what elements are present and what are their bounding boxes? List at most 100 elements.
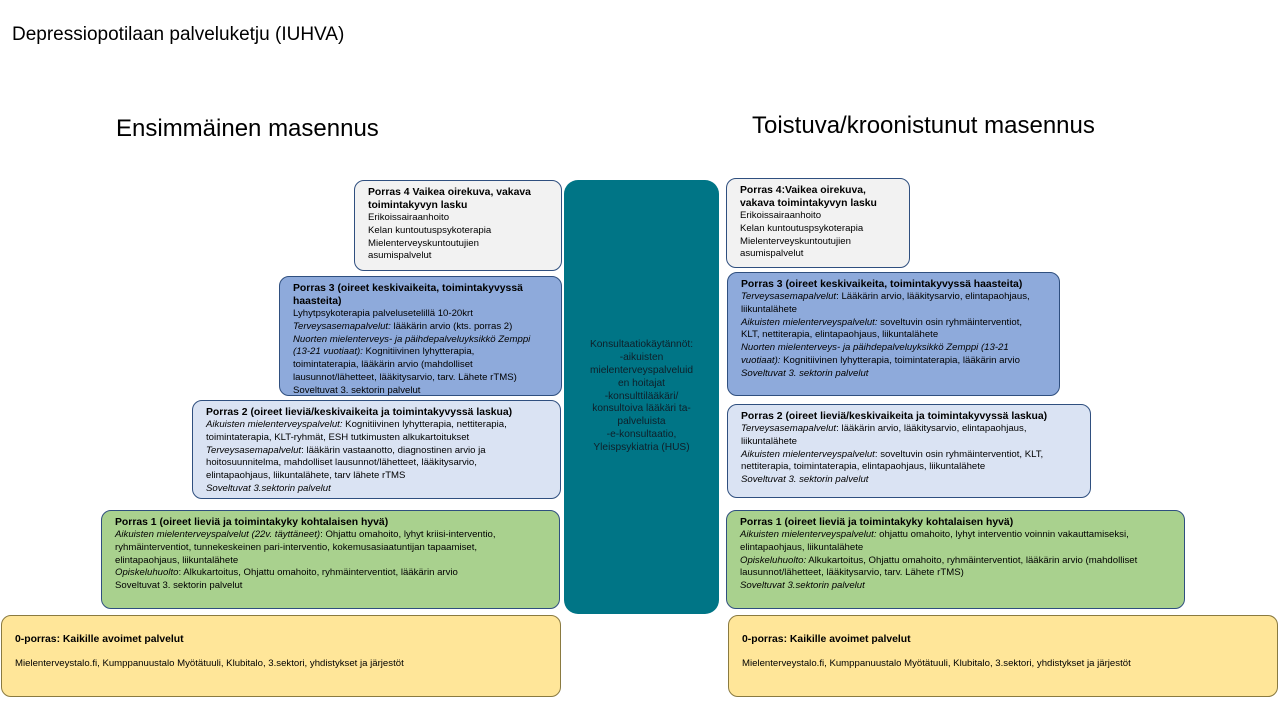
step-text-line: asumispalvelut [740, 248, 897, 261]
step-text: asumispalvelut [368, 250, 432, 262]
step-text-italic: Terveysasemapalvelut: [293, 320, 391, 332]
step-text: asumispalvelut [740, 248, 804, 260]
step-text-line: Mielenterveyskuntoutujien [740, 236, 897, 249]
step-text: Kelan kuntoutuspsykoterapia [740, 222, 864, 234]
consultation-line: palveluista [617, 416, 666, 428]
step-text: lausunnot/lähetteet, lääkitysarvio, tarv… [293, 371, 517, 383]
step-heading-line: Porras 4 Vaikea oirekuva, vakava [368, 187, 531, 198]
step-text: lausunnot/lähetteet, lääkitysarvio, tarv… [740, 567, 964, 579]
step-text-line: vuotiaat): Kognitiivinen lyhytterapia, t… [741, 355, 1047, 368]
step-text: : lääkärin vastaanotto, diagnostinen arv… [301, 444, 486, 456]
step-text-italic: Soveltuvat 3. sektorin palvelut [741, 367, 869, 379]
step-text-line: Opiskeluhuolto: Alkukartoitus, Ohjattu o… [740, 555, 1172, 568]
step-text-italic: Soveltuvat 3.sektorin palvelut [206, 482, 331, 494]
step-text: : Lääkärin arvio, lääkitysarvio, elintap… [836, 291, 1030, 302]
step-text: Mielenterveyskuntoutujien [368, 237, 479, 249]
right-column-title: Toistuva/kroonistunut masennus [752, 112, 1095, 139]
step-heading-line: Porras 3 (oireet keskivaikeita, toiminta… [293, 283, 523, 294]
step-text: lääkärin arvio (kts. porras 2) [390, 320, 513, 332]
step-heading: 0-porras: Kaikille avoimet palvelut [15, 633, 548, 646]
step-text-line: Aikuisten mielenterveyspalvelut: ohjattu… [740, 529, 1172, 542]
step-text-line: Erikoissairaanhoito [368, 212, 549, 225]
step-text-line: Nuorten mielenterveys- ja päihdepalveluy… [293, 334, 549, 347]
consultation-line: -e-konsultaatio, [606, 428, 677, 440]
right-step-1-box: Porras 1 (oireet lieviä ja toimintakyky … [726, 510, 1185, 609]
right-step-2-box: Porras 2 (oireet lieviä/keskivaikeita ja… [727, 404, 1091, 498]
step-text: hoitosuunnitelma, mahdolliset lausunnot/… [206, 457, 477, 469]
step-text-italic: Opiskeluhuolto [115, 567, 179, 579]
step-text-italic: Soveltuvat 3.sektorin palvelut [740, 580, 865, 592]
consultation-line: mielenterveyspalveluid [589, 365, 694, 376]
step-text-italic: (13-21 vuotiaat): [293, 346, 363, 358]
page-title: Depressiopotilaan palveluketju (IUHVA) [12, 24, 345, 45]
step-text-line: hoitosuunnitelma, mahdolliset lausunnot/… [206, 457, 548, 470]
step-text: liikuntalähete [741, 303, 798, 315]
step-text-line: Nuorten mielenterveys- ja päihdepalveluy… [741, 342, 1047, 355]
step-text-line: ryhmäinterventiot, tunnekeskeinen pari-i… [115, 542, 547, 555]
step-text: Mielenterveystalo.fi, Kumppanuustalo Myö… [742, 658, 1131, 669]
right-step-4-box: Porras 4:Vaikea oirekuva,vakava toiminta… [726, 178, 910, 268]
step-text-italic: Aikuisten mielenterveyspalvelut: [206, 419, 343, 430]
step-text: Kelan kuntoutuspsykoterapia [368, 224, 492, 236]
consultation-line: konsultoiva lääkäri ta- [592, 403, 691, 415]
step-text-italic: Soveltuvat 3. sektorin palvelut [741, 474, 869, 486]
step-text-line: Soveltuvat 3. sektorin palvelut [293, 385, 549, 395]
step-text-line: Terveysasemapalvelut: lääkärin arvio (kt… [293, 321, 549, 334]
step-heading: Porras 1 (oireet lieviä ja toimintakyky … [115, 516, 547, 529]
step-text-line: Erikoissairaanhoito [740, 210, 897, 223]
step-text-line: Soveltuvat 3.sektorin palvelut [740, 580, 1172, 593]
step-text-line: Lyhytpsykoterapia palvelusetelillä 10-20… [293, 308, 549, 321]
step-text-line: Mielenterveystalo.fi, Kumppanuustalo Myö… [742, 658, 1265, 671]
step-text: Erikoissairaanhoito [368, 212, 450, 223]
step-text: nettiterapia, toimintaterapia, elintapao… [741, 461, 986, 473]
step-text-line: Opiskeluhuolto: Alkukartoitus, Ohjattu o… [115, 567, 547, 580]
step-heading-line: Porras 1 (oireet lieviä ja toimintakyky … [115, 517, 389, 528]
step-text: elintapaohjaus, liikuntalähete, tarv läh… [206, 470, 406, 482]
consultation-line: -aikuisten [619, 352, 664, 364]
step-text: ohjattu omahoito, lyhyt interventio voin… [876, 529, 1129, 540]
step-text: Kognitiivinen lyhytterapia, [362, 346, 475, 358]
step-text: Kognitiivinen lyhytterapia, toimintatera… [780, 354, 1020, 366]
step-text-line: asumispalvelut [368, 250, 549, 263]
step-text: Kognitiivinen lyhytterapia, nettiterapia… [342, 419, 507, 430]
step-text-line: nettiterapia, toimintaterapia, elintapao… [741, 461, 1078, 474]
step-text-line: KLT, nettiterapia, elintapaohjaus, liiku… [741, 329, 1047, 342]
step-text-italic: Terveysasemapalvelut [741, 423, 837, 434]
step-text-line: Soveltuvat 3.sektorin palvelut [206, 483, 548, 496]
consultation-line: Yleispsykiatria (HUS) [593, 441, 690, 453]
left-step-2-box: Porras 2 (oireet lieviä/keskivaikeita ja… [192, 400, 561, 499]
step-heading: Porras 3 (oireet keskivaikeita, toiminta… [293, 282, 549, 308]
step-heading: 0-porras: Kaikille avoimet palvelut [742, 633, 1265, 646]
step-text-italic: Aikuisten mielenterveyspalvelut [741, 448, 875, 460]
step-heading-line: Porras 2 (oireet lieviä/keskivaikeita ja… [741, 411, 1048, 422]
step-text: Erikoissairaanhoito [740, 210, 822, 221]
step-text-line: Soveltuvat 3. sektorin palvelut [741, 368, 1047, 381]
step-text: Soveltuvat 3. sektorin palvelut [115, 580, 243, 592]
left-step-3-box: Porras 3 (oireet keskivaikeita, toiminta… [279, 276, 562, 396]
step-heading-line: toimintakyvyn lasku [368, 200, 468, 211]
step-text-italic: Terveysasemapalvelut [206, 444, 302, 456]
step-heading-line: 0-porras: Kaikille avoimet palvelut [742, 634, 911, 645]
step-text: ryhmäinterventiot, tunnekeskeinen pari-i… [115, 541, 478, 553]
step-text-line: Terveysasemapalvelut: lääkärin vastaanot… [206, 445, 548, 458]
step-text: toimintaterapia, lääkärin arvio (mahdoll… [293, 359, 473, 371]
step-heading: Porras 3 (oireet keskivaikeita, toiminta… [741, 278, 1047, 291]
step-heading-line: 0-porras: Kaikille avoimet palvelut [15, 634, 184, 645]
step-heading: Porras 4:Vaikea oirekuva,vakava toiminta… [740, 184, 897, 210]
step-text-italic: Terveysasemapalvelut [741, 291, 837, 302]
step-heading-line: Porras 1 (oireet lieviä ja toimintakyky … [740, 517, 1014, 528]
step-heading-line: vakava toimintakyvyn lasku [740, 198, 877, 209]
left-step-1-box: Porras 1 (oireet lieviä ja toimintakyky … [101, 510, 560, 609]
step-text-line: Kelan kuntoutuspsykoterapia [368, 225, 549, 238]
step-text-italic: Aikuisten mielenterveyspalvelut: [740, 529, 877, 540]
step-text: : lääkärin arvio, lääkitysarvio, elintap… [836, 423, 1027, 434]
step-text-line: elintapaohjaus, liikuntalähete [740, 542, 1172, 555]
left-column-title: Ensimmäinen masennus [116, 115, 379, 142]
consultation-line: -konsulttilääkäri/ [604, 390, 679, 402]
step-text-line: Aikuisten mielenterveyspalvelut (22v. tä… [115, 529, 547, 542]
step-text: elintapaohjaus, liikuntalähete [115, 554, 239, 566]
step-heading: Porras 2 (oireet lieviä/keskivaikeita ja… [206, 406, 548, 419]
step-text-line: Soveltuvat 3. sektorin palvelut [741, 474, 1078, 487]
